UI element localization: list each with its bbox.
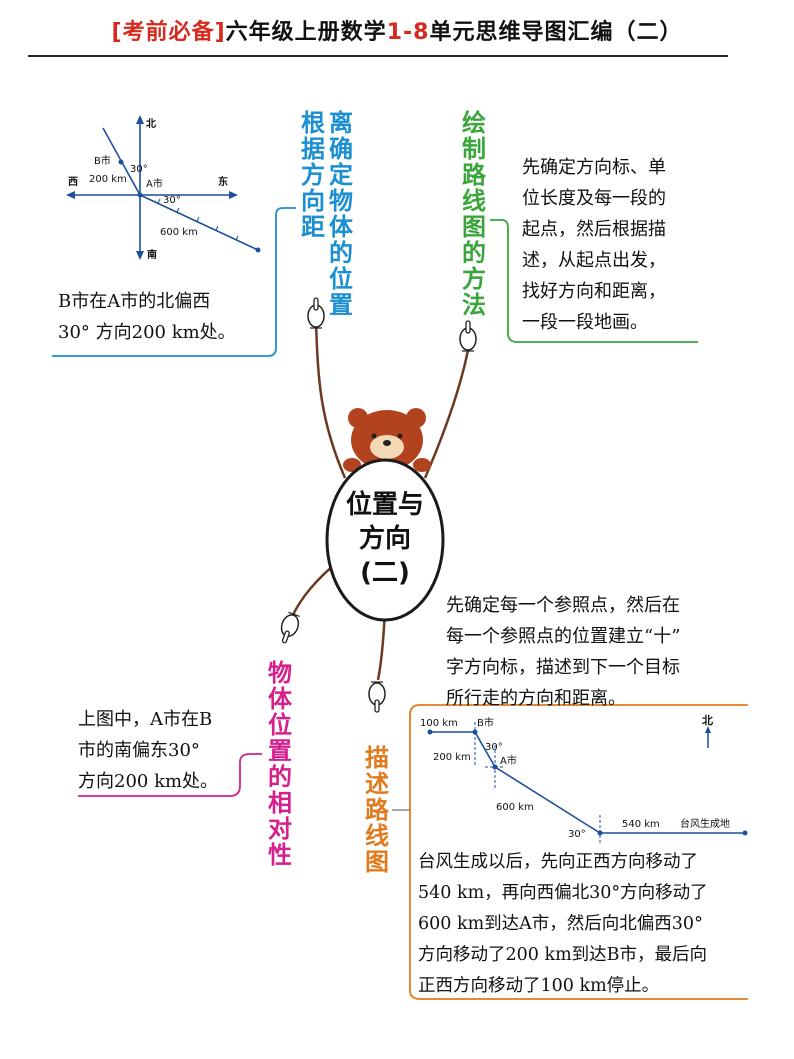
branch-title-describe-route: 描述路线图 [365,744,389,876]
draw-route-line: 先确定方向标、单 [522,157,666,178]
intro-line: 每一个参照点的位置建立“十” [446,626,681,647]
label-dist-a: 600 km [160,227,198,238]
frame-describe-route [409,704,748,1000]
story-line: 540 km，再向西偏北30°方向移动了 [418,883,708,903]
branch-title-determine-position-col2: 离确定物体的位置 [329,109,353,319]
bear-icon [343,408,431,472]
route-label-dist-540: 540 km [622,819,660,830]
story-line: 方向移动了200 km到达B市，最后向 [418,945,708,965]
title-prefix: 六年级上册数学 [225,20,387,45]
label-west: 西 [68,176,78,188]
story-line: 台风生成以后，先向正西方向移动了 [418,852,698,872]
frame-draw-route [490,219,698,343]
route-label-dist-600: 600 km [496,802,534,813]
frame-relativity [78,753,262,797]
pointing-hand-icon [368,681,386,713]
route-label-city-a: A市 [500,754,517,767]
center-title: 位置与 方向 (二) [327,488,443,590]
route-label-city-b: B市 [477,716,494,729]
pointing-hand-icon [307,297,325,329]
route-label-typhoon-origin: 台风生成地 [680,817,730,830]
frame-determine-position [52,207,296,357]
arm-top-right [423,349,470,479]
example-line-2: 30° 方向200 km处。 [58,322,236,343]
label-north: 北 [146,117,156,130]
draw-route-line: 述，从起点出发， [522,250,666,271]
draw-route-description: 先确定方向标、单 位长度及每一段的 起点，然后根据描 述，从起点出发， 找好方向… [522,152,666,338]
pointing-hand-icon [459,320,477,352]
route-label-angle-b: 30° [485,742,503,753]
route-label-dist-200: 200 km [433,752,471,763]
relativity-line: 市的南偏东30° [78,740,200,761]
page-title: [考前必备]六年级上册数学1-8单元思维导图汇编（二） [0,14,794,46]
intro-line: 所行走的方向和距离。 [446,688,626,709]
branch-title-relativity: 物体位置的相对性 [268,659,292,869]
route-label-dist-100: 100 km [420,718,458,729]
label-dist-b: 200 km [89,174,127,185]
label-east: 东 [218,175,228,188]
label-city-b: B市 [94,154,111,167]
header-divider [28,55,728,57]
story-line: 600 km到达A市，然后向北偏西30° [418,914,703,934]
describe-route-story: 台风生成以后，先向正西方向移动了 540 km，再向西偏北30°方向移动了 60… [418,847,708,1002]
branch-title-draw-route: 绘制路线图的方法 [462,109,486,319]
arm-top-left [314,321,347,479]
route-label-angle-c: 30° [568,829,586,840]
example-line-1: B市在A市的北偏西 [58,291,211,312]
relativity-line: 方向200 km处。 [78,771,219,792]
label-angle-a: 30° [163,195,181,206]
describe-route-intro: 先确定每一个参照点，然后在 每一个参照点的位置建立“十” 字方向标，描述到下一个… [446,590,680,714]
draw-route-line: 找好方向和距离， [522,281,666,302]
title-range: 1-8 [386,20,430,45]
draw-route-line: 起点，然后根据描 [522,219,666,240]
pointing-hand-icon [280,611,300,644]
branch-title-determine-position-col1: 根据方向距 [301,109,325,241]
intro-line: 字方向标，描述到下一个目标 [446,657,680,678]
relativity-description: 上图中，A市在B 市的南偏东30° 方向200 km处。 [78,704,218,797]
draw-route-line: 一段一段地画。 [522,312,648,333]
draw-route-line: 位长度及每一段的 [522,188,666,209]
label-angle-b: 30° [130,164,148,175]
determine-position-example: B市在A市的北偏西 30° 方向200 km处。 [58,286,236,348]
title-tag: [考前必备] [111,20,226,45]
center-line-3: (二) [360,558,410,588]
center-node [325,458,445,622]
story-line: 正西方向移动了100 km停止。 [418,976,660,996]
direction-diagram: 北 南 东 西 B市 200 km 30° A市 30° 600 km [66,115,261,261]
title-suffix: 单元思维导图汇编（二） [429,20,683,45]
center-line-1: 位置与 [345,490,424,520]
relativity-line: 上图中，A市在B [78,709,213,730]
label-city-a: A市 [146,177,163,190]
intro-line: 先确定每一个参照点，然后在 [446,595,680,616]
label-south: 南 [147,248,157,261]
center-line-2: 方向 [358,524,411,554]
route-label-north: 北 [702,713,713,727]
route-diagram: 北 100 km B市 30° 200 km A市 600 km 30° 540… [420,713,748,845]
